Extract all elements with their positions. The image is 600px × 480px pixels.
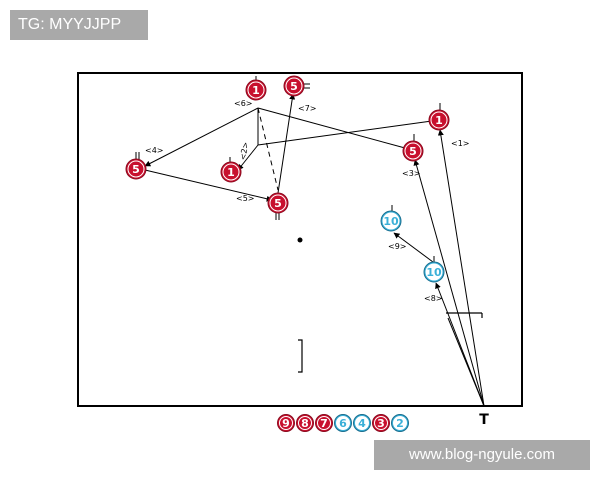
player-p1b-number: 1 <box>435 114 443 127</box>
run-line-5 <box>144 169 273 202</box>
legend-item-8: 8 <box>296 414 314 432</box>
label-9: <9> <box>388 242 407 251</box>
run-line-2 <box>237 144 259 171</box>
run-line-4 <box>144 107 259 167</box>
legend-item-3: 3 <box>372 414 390 432</box>
legend-item-9-number: 9 <box>282 417 290 430</box>
legend-item-9: 9 <box>277 414 295 432</box>
legend-item-3-number: 3 <box>377 417 385 430</box>
bracket-mark <box>298 339 303 373</box>
label-5: <5> <box>236 194 255 203</box>
legend-item-6-number: 6 <box>339 417 347 430</box>
movement-lines <box>144 93 485 407</box>
player-p5a: 5 <box>283 75 305 97</box>
player-p1c-number: 1 <box>227 166 235 179</box>
run-line-3 <box>413 159 485 407</box>
player-p5d-number: 5 <box>274 197 282 210</box>
legend-item-7-number: 7 <box>320 417 328 430</box>
player-p5b: 5 <box>402 140 424 162</box>
player-p1a: 1 <box>245 79 267 101</box>
player-p5b-number: 5 <box>409 145 417 158</box>
run-line-9 <box>393 232 434 263</box>
player-p1c: 1 <box>220 161 242 183</box>
player-p5a-number: 5 <box>290 80 298 93</box>
legend-item-2: 2 <box>391 414 409 432</box>
watermark-site: www.blog-ngyule.com <box>374 440 590 470</box>
tee-label: T <box>479 412 489 428</box>
label-4: <4> <box>145 146 164 155</box>
label-3: <3> <box>402 169 421 178</box>
label-2: <2> <box>238 141 250 161</box>
legend-item-2-number: 2 <box>396 417 404 430</box>
player-p10a: 10 <box>380 210 402 232</box>
label-6: <6> <box>234 99 253 108</box>
tee-bar-mark <box>446 312 483 318</box>
players: 1 5 1 5 1 5 5 10 10 <box>125 75 450 283</box>
center-spot <box>297 237 303 243</box>
run-line-top-5 <box>257 107 406 149</box>
legend-item-6: 6 <box>334 414 352 432</box>
run-line-7 <box>277 93 296 194</box>
legend-item-7: 7 <box>315 414 333 432</box>
field-border <box>77 72 523 407</box>
player-p10b-number: 10 <box>426 266 442 279</box>
run-line-1 <box>437 129 485 407</box>
watermark-tag: TG: MYYJJPP <box>10 10 148 40</box>
player-p10a-number: 10 <box>383 215 399 228</box>
label-1: <1> <box>451 139 470 148</box>
player-p10b: 10 <box>423 261 445 283</box>
run-line-8b <box>447 317 485 407</box>
label-8: <8> <box>424 294 443 303</box>
player-p1a-number: 1 <box>252 84 260 97</box>
player-p1b: 1 <box>428 109 450 131</box>
player-ticks <box>135 76 441 263</box>
legend-item-4-number: 4 <box>358 417 366 430</box>
player-p5c: 5 <box>125 158 147 180</box>
movement-labels: <1> <2> <3> <4> <5> <6> <7> <8> <9> <box>145 99 470 303</box>
legend-item-4: 4 <box>353 414 371 432</box>
player-p5c-number: 5 <box>132 163 140 176</box>
label-7: <7> <box>298 104 317 113</box>
player-p5d: 5 <box>267 192 289 214</box>
legend-item-8-number: 8 <box>301 417 309 430</box>
run-line-dashed <box>257 107 279 191</box>
